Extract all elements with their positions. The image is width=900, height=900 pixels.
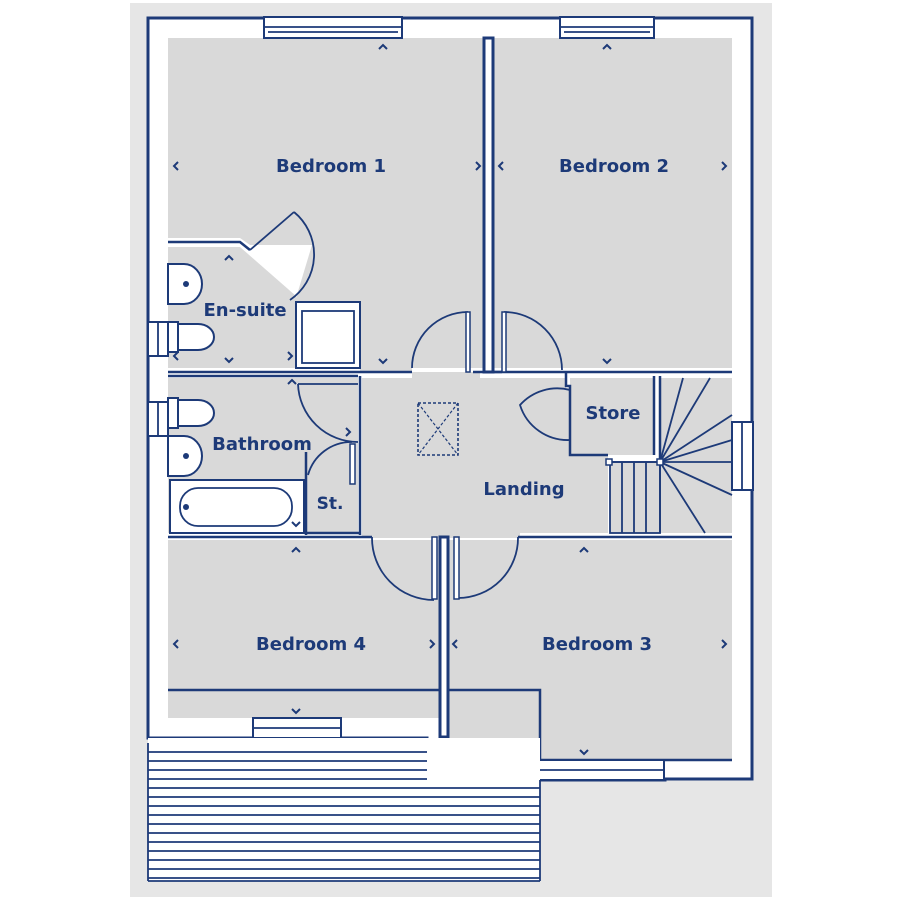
en-suite-toilet <box>167 321 215 353</box>
loft-hatch <box>417 402 459 456</box>
window-bedroom-3 <box>526 759 665 781</box>
dimension-arrow <box>345 427 352 437</box>
dimension-arrow <box>224 254 234 261</box>
window-bedroom-1 <box>263 16 403 39</box>
window-bedroom-2 <box>559 16 655 39</box>
store-label: Store <box>585 403 640 424</box>
window-bedroom-4 <box>252 717 342 739</box>
en-suite-basin <box>167 263 203 305</box>
dimension-arrow <box>579 546 589 553</box>
dimension-arrow <box>602 43 612 50</box>
storage-cupboard-label: St. <box>317 494 344 514</box>
dimension-arrow <box>579 749 589 756</box>
dimension-arrow <box>172 161 179 171</box>
decking <box>147 738 541 882</box>
bath <box>169 479 305 534</box>
bedroom-4-floor <box>168 540 440 718</box>
dimension-arrow <box>291 521 301 528</box>
bedroom-2-floor <box>493 38 732 368</box>
dimension-arrow <box>172 639 179 649</box>
bedroom-3-label: Bedroom 3 <box>542 634 652 655</box>
bedroom-2-label: Bedroom 2 <box>559 156 669 177</box>
landing-label: Landing <box>483 479 564 500</box>
dimension-arrow <box>291 708 301 715</box>
bedroom-4-label: Bedroom 4 <box>256 634 366 655</box>
bedroom-1-floor <box>168 38 484 372</box>
bathroom-basin <box>167 435 203 477</box>
staircase <box>605 377 733 534</box>
store-floor <box>570 378 654 455</box>
bedroom-3-floor <box>448 540 732 760</box>
dimension-arrow <box>378 358 388 365</box>
bathroom-label: Bathroom <box>212 434 312 455</box>
bathroom-toilet <box>167 397 215 429</box>
dimension-markers <box>172 43 728 756</box>
bedroom-1-label: Bedroom 1 <box>276 156 386 177</box>
internal-walls <box>168 36 732 762</box>
dimension-arrow <box>721 161 728 171</box>
dimension-arrow <box>497 161 504 171</box>
dimension-arrow <box>429 639 436 649</box>
en-suite-label: En-suite <box>203 300 286 321</box>
dimension-arrow <box>224 357 234 364</box>
window-bathroom <box>147 401 169 437</box>
window-stairs <box>731 421 754 491</box>
dimension-arrow <box>287 378 297 385</box>
dimension-arrow <box>378 43 388 50</box>
dimension-arrow <box>287 351 294 361</box>
sanitary-fixtures <box>167 263 305 534</box>
dimension-arrow <box>721 639 728 649</box>
landing-floor <box>362 372 608 538</box>
dimension-arrow <box>602 358 612 365</box>
dimension-arrow <box>291 546 301 553</box>
windows <box>147 16 754 781</box>
dimension-arrow <box>172 351 179 361</box>
window-en-suite <box>147 321 169 357</box>
room-floors <box>168 38 732 760</box>
dimension-arrow <box>475 161 482 171</box>
doors <box>249 211 571 601</box>
dimension-arrow <box>451 639 458 649</box>
